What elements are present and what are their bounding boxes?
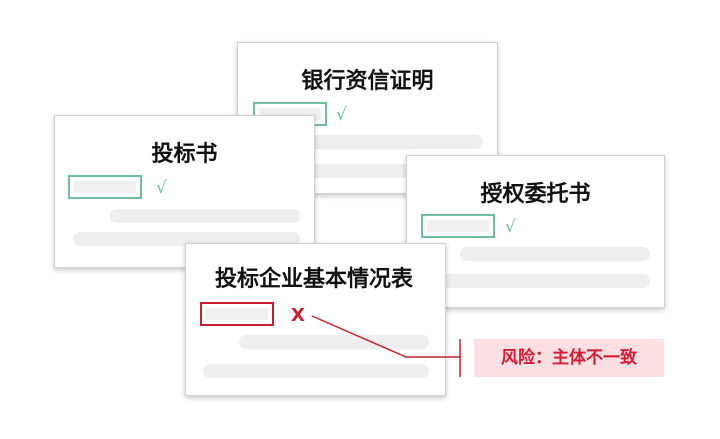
- cross-icon: X: [291, 305, 305, 326]
- text-placeholder-bar: [110, 209, 300, 223]
- text-placeholder-bar: [293, 135, 483, 149]
- doc-card-bid: 投标书 √: [54, 115, 315, 268]
- highlighted-field: [421, 214, 495, 238]
- doc-card-authorization: 授权委托书 √: [406, 155, 665, 308]
- check-icon: √: [336, 105, 347, 125]
- mismatch-field: [200, 302, 274, 326]
- text-placeholder-bar: [73, 232, 300, 246]
- text-placeholder-bar: [424, 274, 650, 288]
- text-placeholder-bar: [203, 364, 429, 378]
- text-placeholder-bar: [460, 247, 650, 261]
- doc-title: 投标企业基本情况表: [215, 267, 414, 292]
- risk-label: 风险：主体不一致: [474, 339, 664, 377]
- check-icon: √: [505, 217, 516, 237]
- doc-title: 投标书: [151, 142, 218, 167]
- doc-title: 授权委托书: [480, 182, 591, 207]
- doc-card-company-info: 投标企业基本情况表 X: [185, 243, 446, 396]
- highlighted-field: [68, 175, 142, 199]
- doc-title: 银行资信证明: [301, 69, 434, 94]
- check-icon: √: [156, 178, 167, 198]
